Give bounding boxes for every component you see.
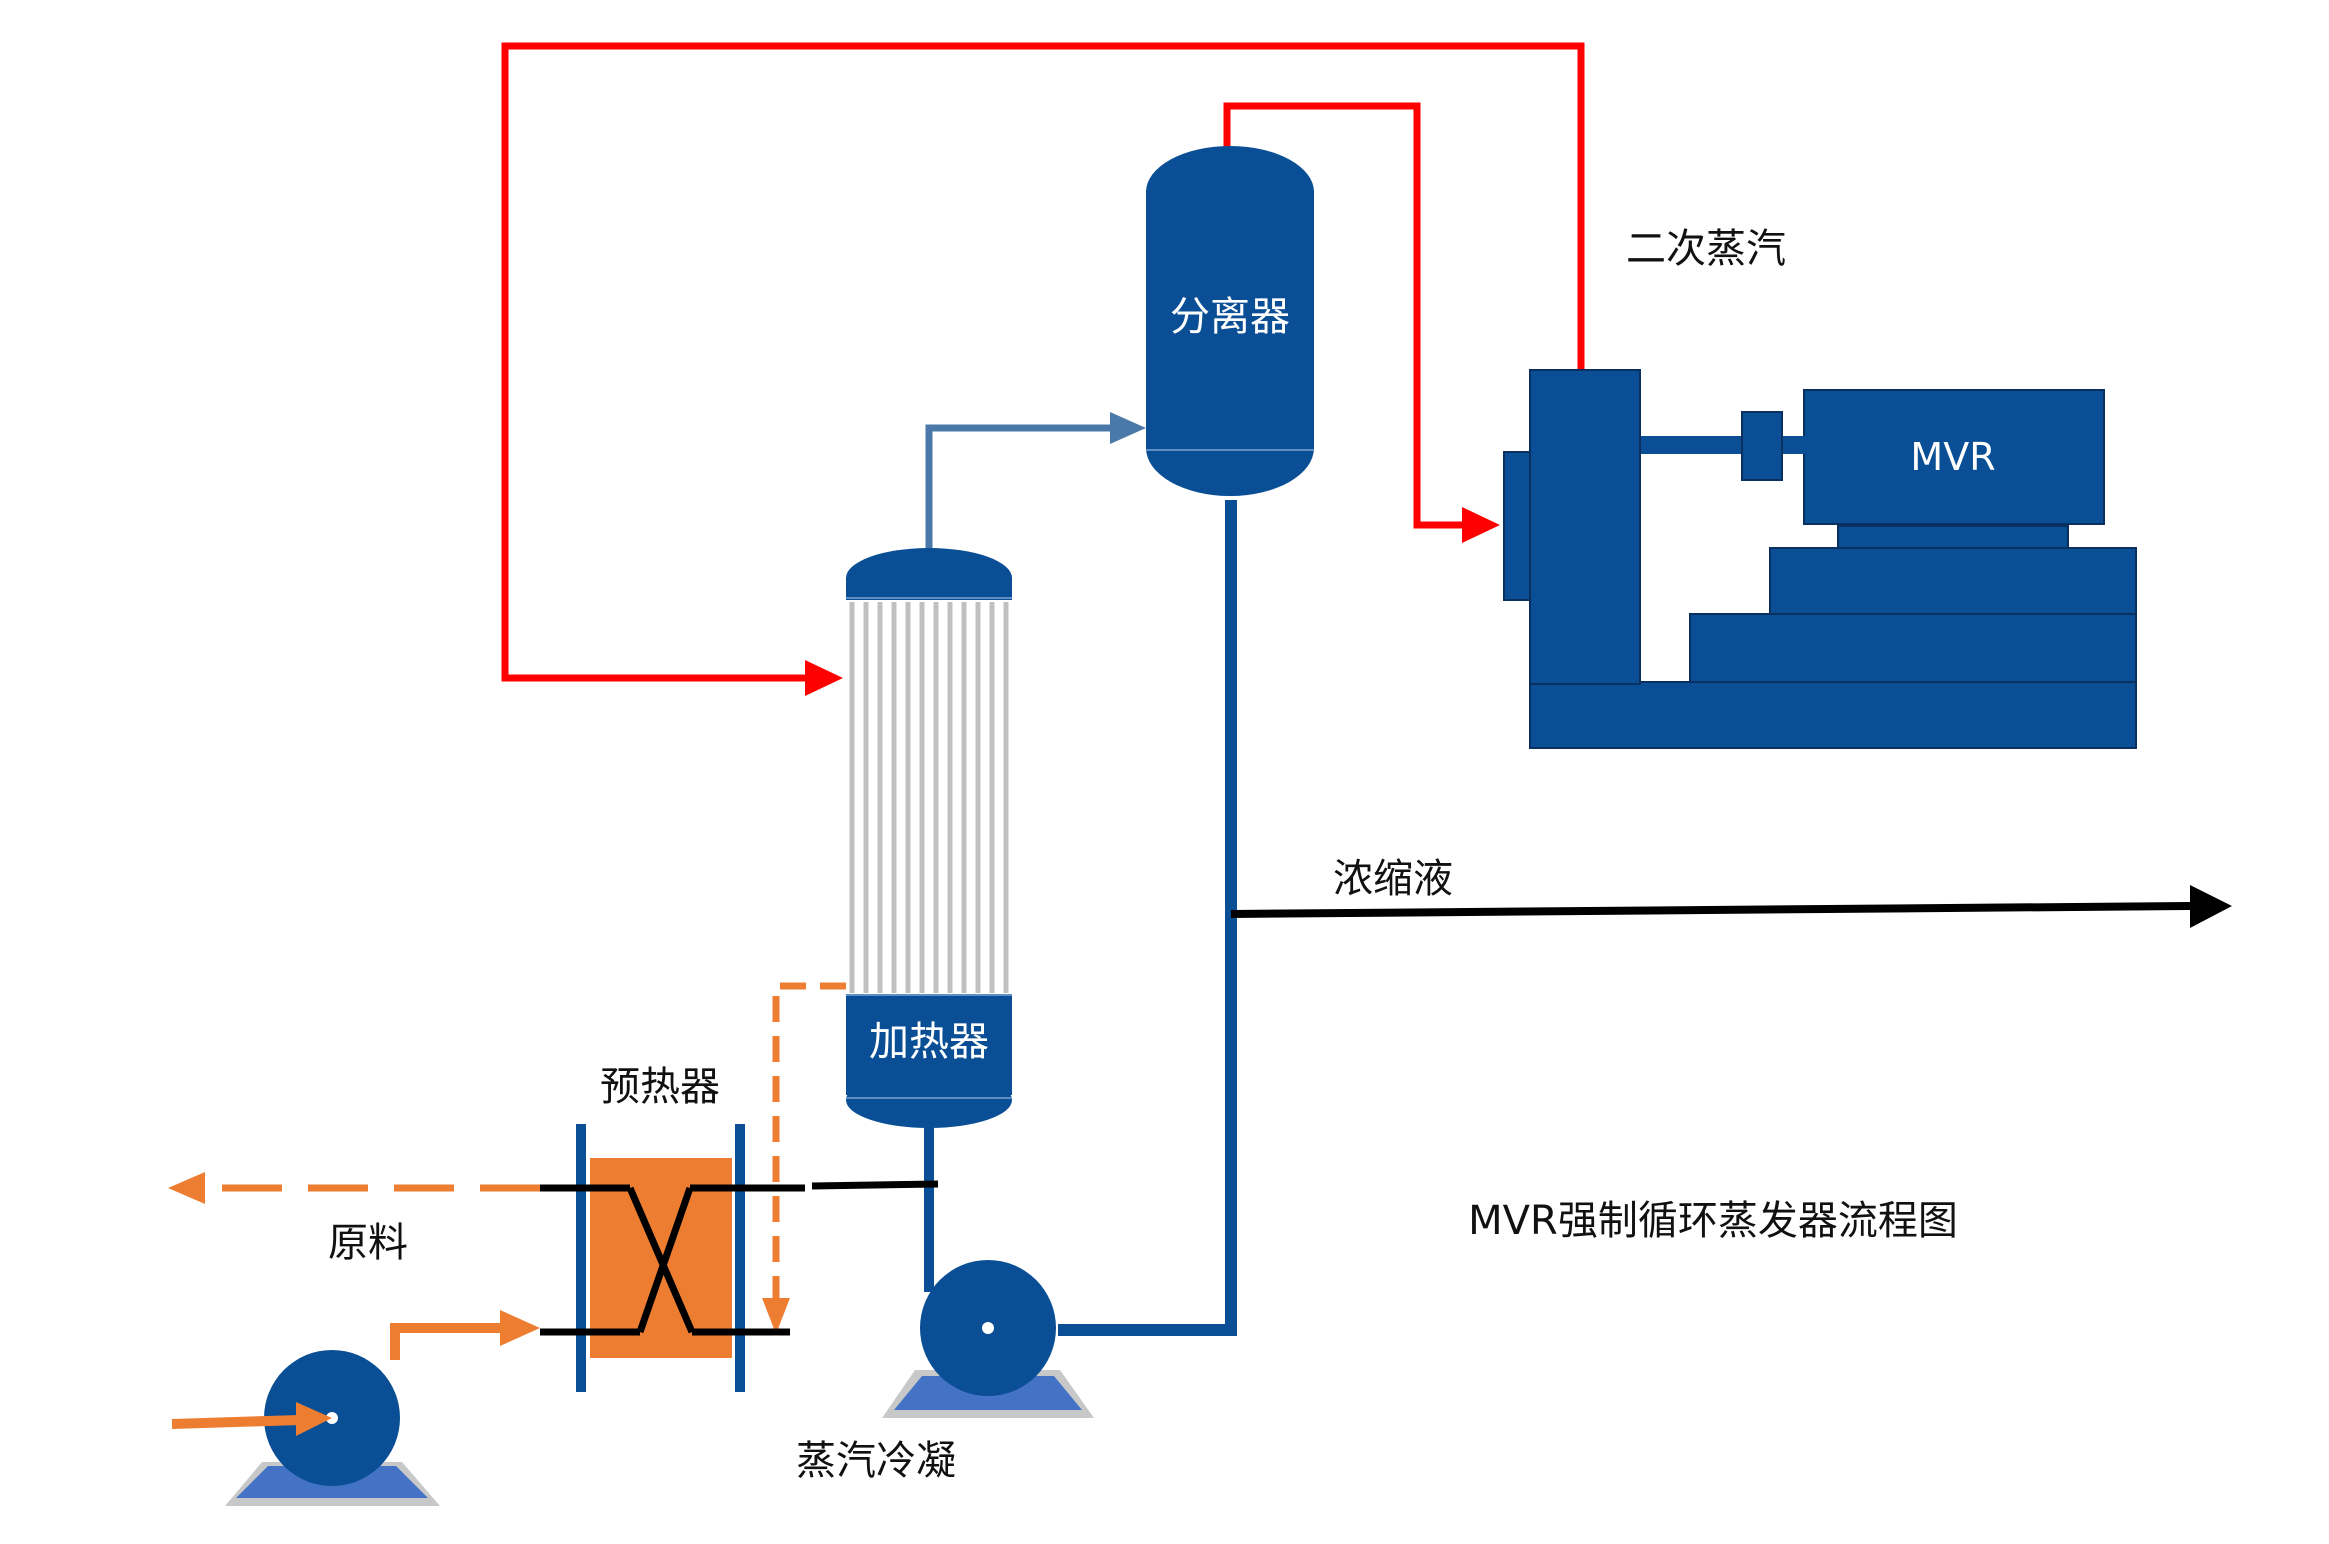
steam-condensate-label: 蒸汽冷凝 [796, 1438, 956, 1484]
heater-to-separator-line [925, 412, 1146, 550]
raw-material-label: 原料 [328, 1220, 408, 1266]
feed-inlet-line [171, 1402, 332, 1436]
mvr-label: MVR [1910, 435, 1995, 479]
preheater-label: 预热器 [600, 1064, 720, 1110]
mvr-compressor [1503, 369, 2137, 749]
concentrate-label: 浓缩液 [1333, 856, 1453, 902]
separator-label: 分离器 [1170, 294, 1290, 340]
secondary-steam-label: 二次蒸汽 [1626, 226, 1786, 272]
condensate-discharge-arrow [168, 1172, 205, 1204]
feed-pump [225, 1350, 440, 1506]
concentrate-outlet-line [1230, 885, 2232, 928]
circulation-pump [882, 1260, 1094, 1418]
concentrate-arrow [2190, 885, 2232, 928]
condensate-arrow [762, 1298, 790, 1334]
separator-vapor-line [1223, 102, 1500, 543]
feed-inlet-arrow [296, 1402, 332, 1436]
vapor-to-compressor-arrow [1462, 507, 1500, 543]
heater-label: 加热器 [869, 1019, 989, 1065]
diagram-title: MVR强制循环蒸发器流程图 [1468, 1198, 1958, 1244]
separator-vessel [1146, 146, 1314, 496]
recirculation-line [1058, 500, 1237, 1336]
feed-line [390, 1310, 540, 1360]
feed-arrow [500, 1310, 540, 1346]
heater-vessel [846, 548, 1012, 1128]
steam-to-heater-arrow [805, 660, 843, 696]
heater-tubes [849, 602, 1009, 993]
condensate-discharge-line [168, 1172, 540, 1204]
condensate-line [762, 982, 846, 1334]
secondary-steam-return-line [501, 42, 1585, 696]
preheater [540, 1124, 939, 1392]
riser-arrow [1110, 412, 1146, 444]
